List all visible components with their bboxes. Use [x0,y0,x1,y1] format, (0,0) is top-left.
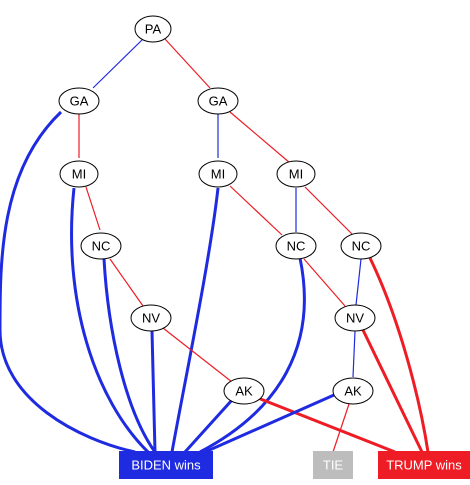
node-ak-1: AK [223,377,265,405]
node-nv-2-label: NV [346,311,364,326]
node-mi-2-label: MI [211,167,225,182]
node-mi-3-label: MI [289,167,303,182]
edge-ga2-mi3 [229,111,291,164]
node-nc-1: NC [80,232,122,260]
edge-mi2-biden [170,187,220,453]
node-mi-1-label: MI [72,167,86,182]
node-ga-2-label: GA [209,94,228,109]
outcome-biden: BIDEN wins [119,451,213,479]
node-layer: PA GA GA MI MI MI NC NC [58,15,382,405]
edge-ga1-biden [0,110,136,454]
edge-mi2-nc2 [229,185,283,236]
node-ga-1-label: GA [70,94,89,109]
edge-mi1-nc1 [85,186,101,231]
edge-ak1-trump [257,396,396,454]
edge-nc1-nv1 [109,258,144,307]
node-nv-1: NV [130,304,172,332]
edge-nv1-biden [150,330,157,453]
edge-nc3-nv2 [355,258,362,306]
outcome-tie: TIE [313,451,353,479]
node-nc-3: NC [340,232,382,260]
node-ak-2-label: AK [344,384,362,399]
node-pa: PA [134,15,172,43]
edge-nv1-ak1 [162,327,233,383]
node-mi-3: MI [276,160,316,188]
edge-mi3-nc3 [304,186,353,235]
edge-nc2-biden [199,257,306,454]
edge-mi1-biden [70,187,150,454]
outcome-trump-label: TRUMP wins [386,458,462,473]
edge-nv2-ak2 [352,330,356,378]
outcome-biden-label: BIDEN wins [131,458,201,473]
node-ak-2: AK [332,377,374,405]
edge-pa-ga1 [92,38,144,89]
node-nc-2: NC [275,232,317,260]
node-nv-1-label: NV [142,311,160,326]
node-nc-1-label: NC [92,239,111,254]
edge-layer [0,38,430,454]
edge-ak2-biden [204,393,335,454]
edge-pa-ga2 [164,38,211,89]
outcome-tie-label: TIE [323,458,344,473]
edge-nc1-biden [102,258,157,453]
node-mi-2: MI [198,160,238,188]
outcome-layer: BIDEN wins TIE TRUMP wins [119,451,470,479]
node-ak-1-label: AK [235,384,253,399]
node-nc-2-label: NC [287,239,306,254]
node-ga-1: GA [58,87,100,115]
edge-ak1-biden [183,398,234,454]
edge-ak2-tie [332,403,350,453]
node-ga-2: GA [197,87,239,115]
node-nc-3-label: NC [352,239,371,254]
node-nv-2: NV [334,304,376,332]
node-pa-label: PA [145,22,162,37]
edge-nc3-trump [368,257,430,453]
node-mi-1: MI [59,160,99,188]
edge-nc2-nv2 [303,258,346,307]
outcome-trump: TRUMP wins [378,451,470,479]
edge-nv2-trump [361,329,424,453]
